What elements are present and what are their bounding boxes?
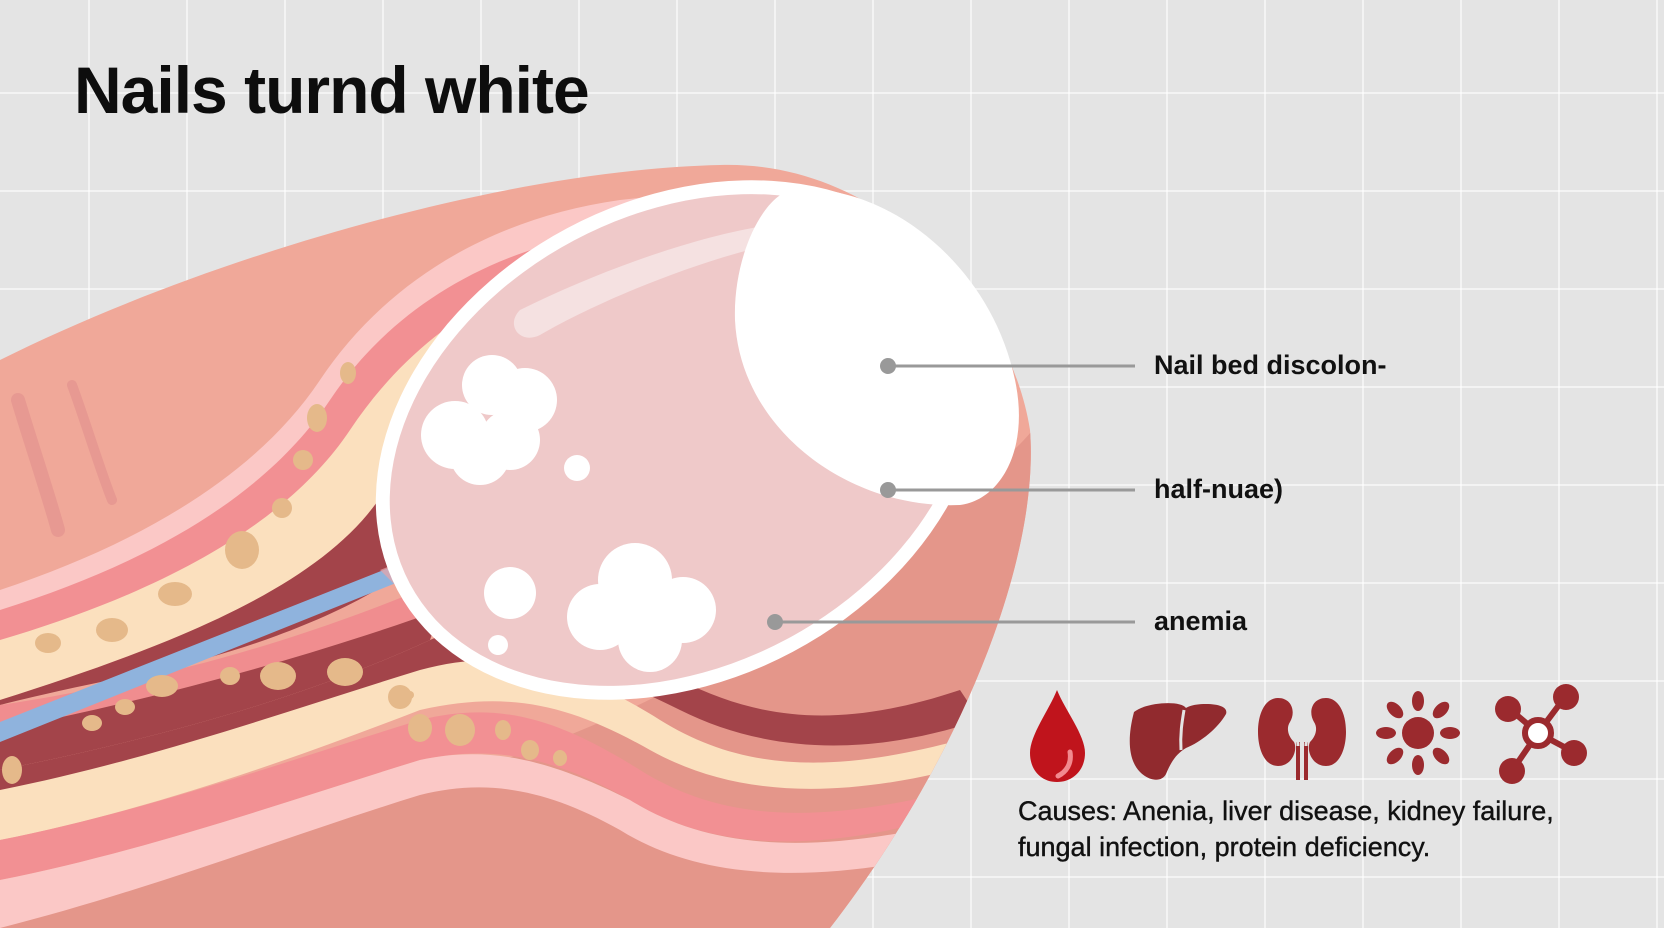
callout-label-half-and-half-nails: half-nuae) <box>1154 474 1284 504</box>
causes-caption-line-2: fungal infection, protein deficiency. <box>1018 832 1431 862</box>
callout-label-nail-bed-discoloration: Nail bed discolon- <box>1154 350 1387 380</box>
callout-label-anemia: anemia <box>1154 606 1248 636</box>
page-title: Nails turnd white <box>74 53 590 127</box>
blood-drop-icon <box>1030 690 1085 782</box>
leukonychia-spots <box>421 355 716 672</box>
molecule-icon <box>1495 684 1587 784</box>
nail-plate <box>375 180 1019 700</box>
causes-caption-line-1: Causes: Anenia, liver disease, kidney fa… <box>1018 796 1554 826</box>
callout-lines <box>767 358 1135 630</box>
liver-icon <box>1129 703 1227 780</box>
fat-cells <box>2 362 567 784</box>
causes-caption: Causes: Anenia, liver disease, kidney fa… <box>1018 793 1638 865</box>
kidneys-icon <box>1258 698 1346 780</box>
fungus-spore-icon <box>1376 691 1460 775</box>
